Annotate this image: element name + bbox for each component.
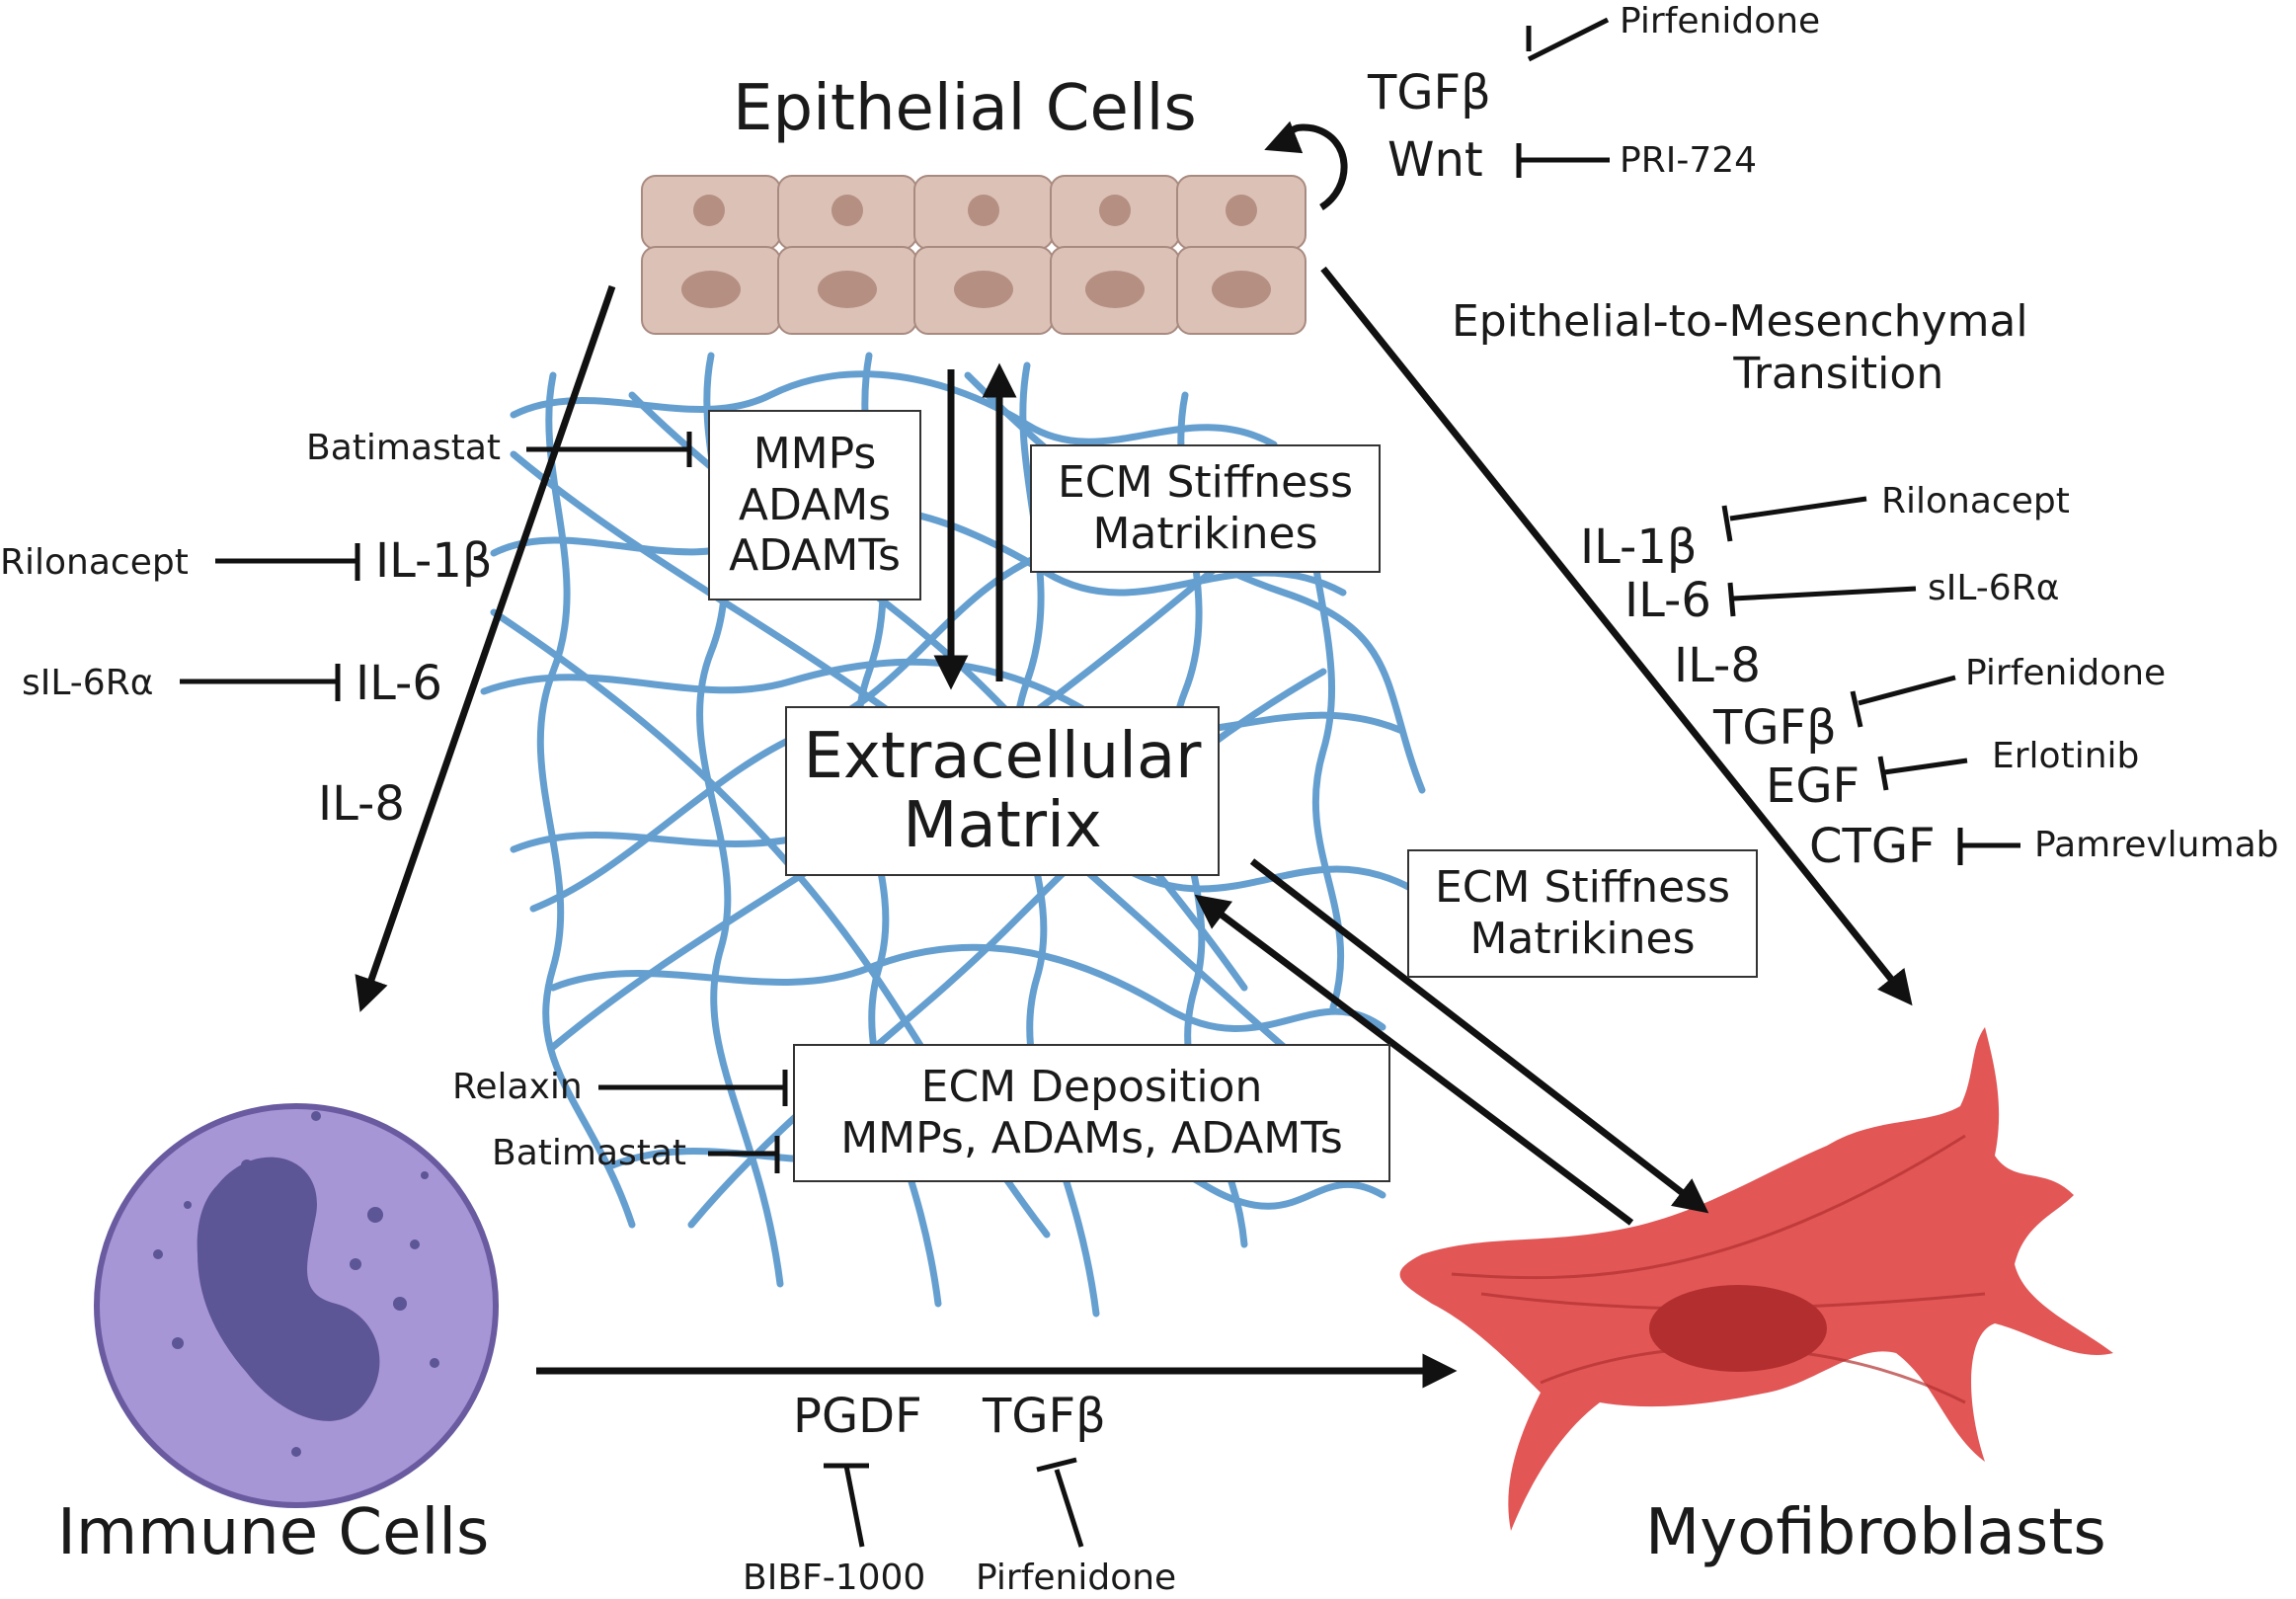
left-rilonacept-label: Rilonacept xyxy=(0,542,189,583)
arrow-myofibroblast-to-ecm xyxy=(1194,894,1634,1226)
ecm-stiffness-box-right: ECM Stiffness Matrikines xyxy=(1407,849,1758,978)
top-tgfb-label: TGFβ xyxy=(1368,65,1491,120)
bottom-batimastat-label: Batimastat xyxy=(492,1133,687,1173)
myofibroblasts-title: Myofibroblasts xyxy=(1645,1496,2106,1569)
bottom-relaxin-label: Relaxin xyxy=(452,1067,583,1107)
right-rilonacept-label: Rilonacept xyxy=(1881,481,2070,521)
emt-line-1: Epithelial-to-Mesenchymal xyxy=(1452,296,2028,347)
right-sil6ra-label: sIL-6Rα xyxy=(1928,568,2060,608)
ecm-deposition-box: ECM Deposition MMPs, ADAMs, ADAMTs xyxy=(793,1044,1390,1182)
extracellular-matrix-box: Extracellular Matrix xyxy=(785,706,1220,876)
right-il8-label: IL-8 xyxy=(1674,638,1761,693)
right-pamrevlumab-label: Pamrevlumab xyxy=(2034,825,2279,865)
right-pirfenidone-label: Pirfenidone xyxy=(1965,653,2167,693)
right-il1b-label: IL-1β xyxy=(1580,520,1698,575)
deposition-line-1: ECM Deposition xyxy=(920,1062,1263,1113)
proteases-line-2: ADAMs xyxy=(738,479,892,530)
right-il6-label: IL-6 xyxy=(1624,573,1711,628)
right-erlotinib-label: Erlotinib xyxy=(1992,736,2140,776)
arrow-epithelial-to-immune xyxy=(355,284,616,1012)
top-pirfenidone-label: Pirfenidone xyxy=(1620,1,1821,41)
right-tgfb-label: TGFβ xyxy=(1713,700,1837,756)
immune-cells-title: Immune Cells xyxy=(57,1496,490,1569)
arrow-epithelial-to-myofibroblast xyxy=(1320,266,1913,1006)
left-batimastat-label: Batimastat xyxy=(306,428,502,468)
emt-line-2: Transition xyxy=(1733,348,1944,399)
emt-label: Epithelial-to-Mesenchymal Transition xyxy=(1452,296,2028,401)
top-pri724-label: PRI-724 xyxy=(1620,140,1758,181)
myofibroblast-illustration xyxy=(1399,1027,2113,1531)
deposition-line-2: MMPs, ADAMs, ADAMTs xyxy=(840,1113,1343,1163)
right-egf-label: EGF xyxy=(1766,759,1861,814)
arrow-ecm-to-myofibroblast xyxy=(1249,858,1709,1214)
bottom-tgfb-label: TGFβ xyxy=(983,1389,1106,1444)
proteases-line-3: ADAMTs xyxy=(729,530,901,582)
bottom-pirfenidone-label: Pirfenidone xyxy=(976,1558,1177,1598)
stiffness-top-line-1: ECM Stiffness xyxy=(1058,457,1353,509)
epithelial-cells-illustration xyxy=(641,175,1306,335)
right-ctgf-label: CTGF xyxy=(1809,819,1936,874)
stiffness-right-line-1: ECM Stiffness xyxy=(1435,862,1730,914)
arrow-autocrine-loop xyxy=(1264,120,1348,210)
top-wnt-label: Wnt xyxy=(1387,132,1483,188)
left-il8-label: IL-8 xyxy=(318,776,405,832)
proteases-box: MMPs ADAMs ADAMTs xyxy=(708,410,921,600)
ecm-line-2: Matrix xyxy=(903,789,1102,862)
ecm-stiffness-box-top: ECM Stiffness Matrikines xyxy=(1030,444,1381,573)
left-sil6ra-label: sIL-6Rα xyxy=(22,663,154,703)
interaction-arrows xyxy=(355,120,1913,1389)
left-il6-label: IL-6 xyxy=(356,656,442,711)
stiffness-top-line-2: Matrikines xyxy=(1092,509,1318,559)
bottom-pgdf-label: PGDF xyxy=(793,1389,922,1444)
bottom-bibf-label: BIBF-1000 xyxy=(743,1558,926,1598)
inhibitor-lines xyxy=(180,17,2020,1548)
proteases-line-1: MMPs xyxy=(752,428,877,479)
ecm-line-1: Extracellular xyxy=(803,719,1202,793)
left-il1b-label: IL-1β xyxy=(375,533,493,589)
immune-cell-illustration xyxy=(94,1103,499,1508)
epithelial-cells-title: Epithelial Cells xyxy=(733,72,1197,145)
stiffness-right-line-2: Matrikines xyxy=(1469,914,1696,964)
